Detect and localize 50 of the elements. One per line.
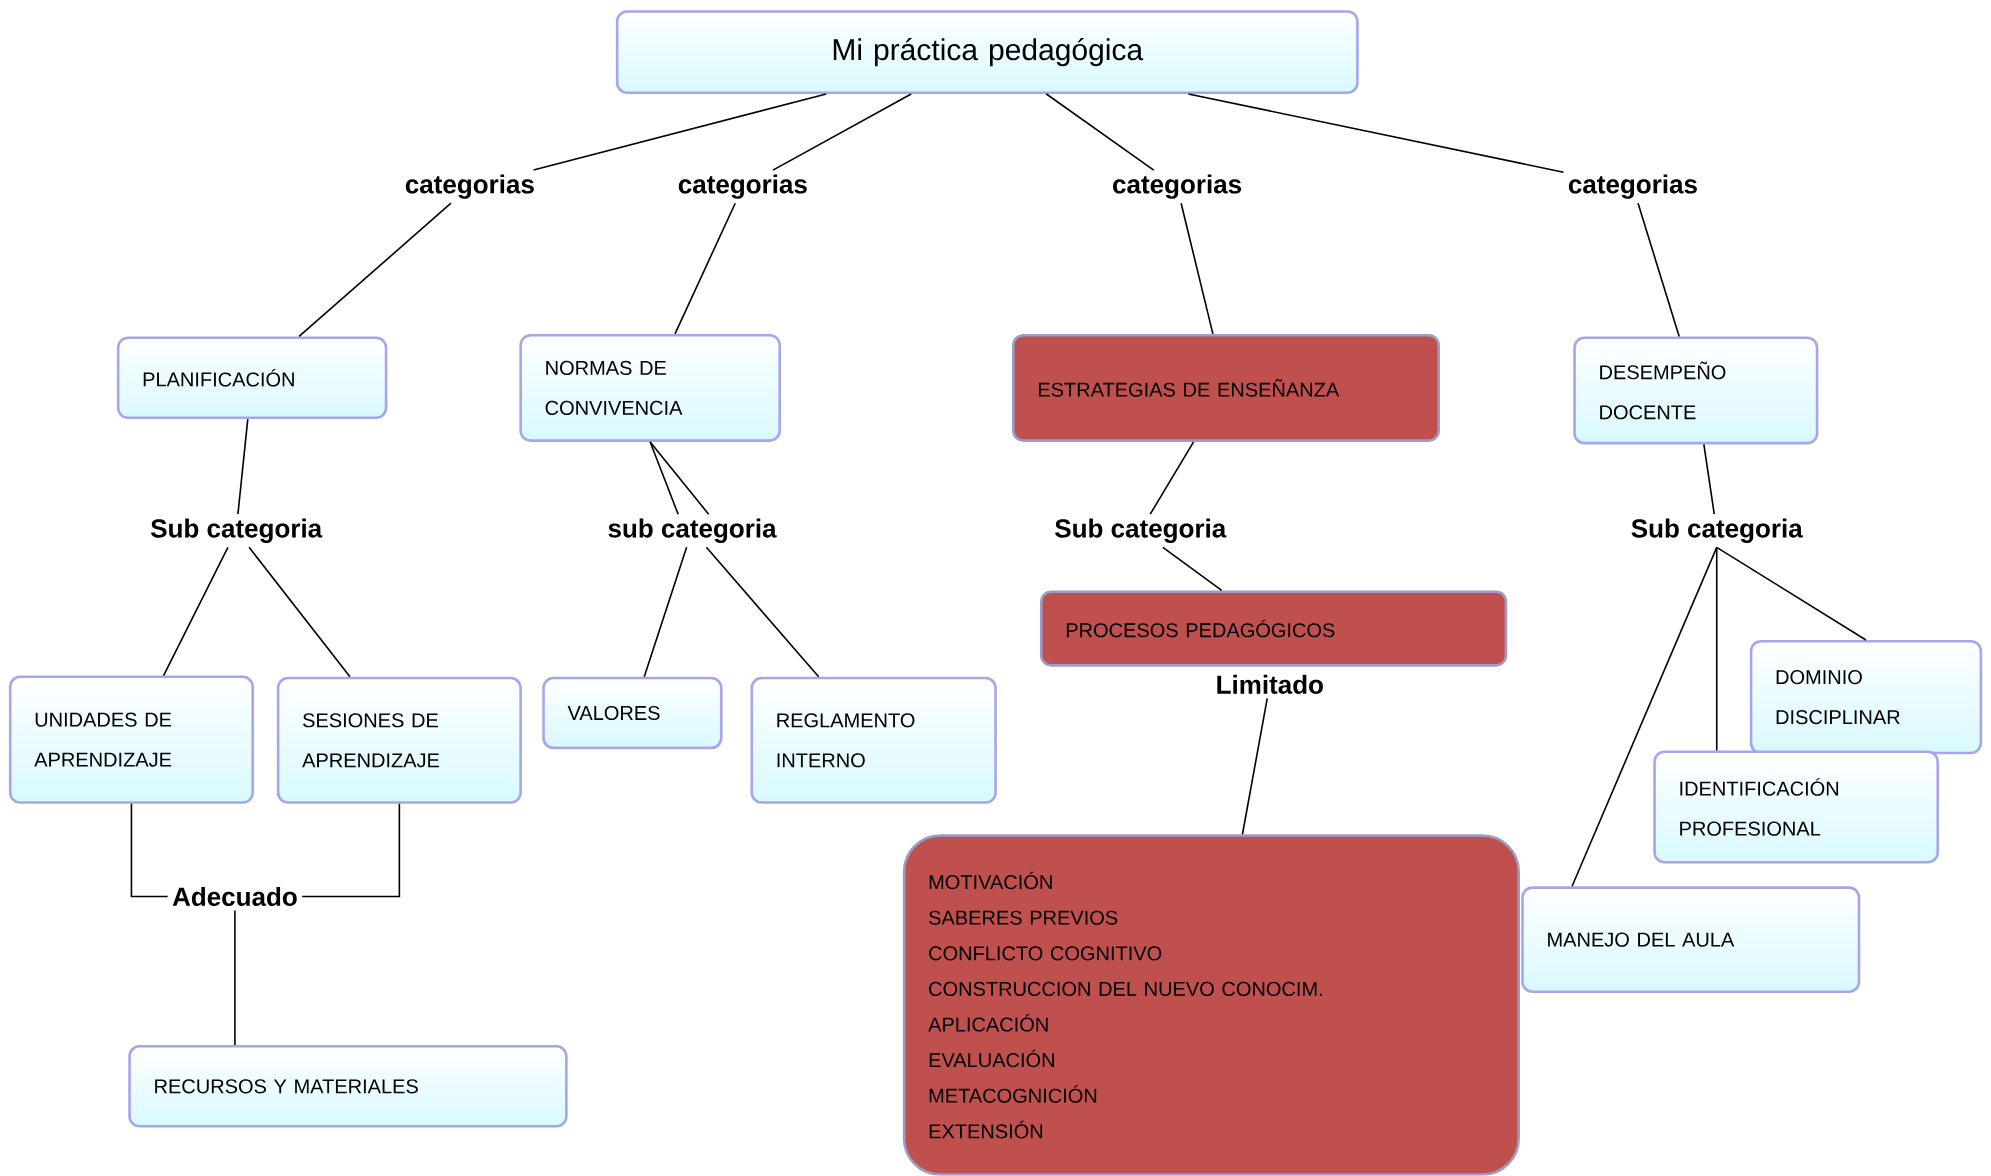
connector-line	[1162, 546, 1223, 592]
connector-line	[1180, 202, 1214, 335]
category-label: Sub categoria	[1631, 518, 1803, 544]
category-label: Sub categoria	[1055, 518, 1227, 544]
category-label: Adecuado	[172, 887, 297, 907]
connector-line	[1637, 202, 1680, 338]
list-box: MOTIVACIÓN SABERES PREVIOS CONFLICTO COGNITIVO CONSTRUCCION DEL NUEVO CONOCIM. APLICACIÓN EVALUACIÓN METACOGNICIÓN EXTENSIÓN	[902, 834, 1520, 1176]
connector-line	[1703, 443, 1716, 516]
connector-line	[130, 803, 169, 898]
connector-line	[248, 546, 351, 678]
category-label: categorias	[678, 174, 807, 199]
concept-box: VALORES	[542, 676, 723, 750]
connector-line	[532, 93, 827, 171]
connector-line	[1571, 546, 1718, 888]
connector-line	[301, 803, 401, 898]
connector-line	[234, 909, 236, 1046]
category-label: categorias	[1568, 174, 1697, 199]
connector-line	[1149, 441, 1195, 516]
category-label: Sub categoria	[151, 518, 323, 544]
connector-line	[298, 202, 452, 338]
connector-line	[237, 418, 249, 516]
connector-line	[649, 441, 679, 516]
concept-box: MANEJO DEL AULA	[1521, 886, 1861, 994]
concept-box: DESEMPEÑO DOCENTE	[1573, 336, 1819, 445]
concept-box: PLANIFICACIÓN	[116, 336, 388, 420]
concept-box: UNIDADES DE APRENDIZAJE	[8, 675, 254, 804]
concept-box: RECURSOS Y MATERIALES	[128, 1045, 568, 1128]
concept-box: SESIONES DE APRENDIZAJE	[276, 676, 522, 804]
concept-box: DOMINIO DISCIPLINAR	[1749, 640, 1983, 755]
category-label: Limitado	[1217, 674, 1323, 695]
connector-line	[1715, 546, 1718, 752]
connector-line	[1187, 93, 1565, 174]
connector-line	[772, 93, 912, 171]
connector-line	[649, 441, 710, 516]
category-label: sub categoria	[608, 518, 777, 544]
category-label: categorias	[405, 174, 534, 199]
connector-line	[1715, 546, 1867, 641]
connector-line	[705, 546, 820, 678]
connector-line	[162, 546, 229, 677]
connector-line	[1045, 93, 1155, 171]
title-box: Mi práctica pedagógica	[615, 10, 1359, 95]
concept-box: IDENTIFICACIÓN PROFESIONAL	[1653, 750, 1939, 864]
category-label: categorias	[1113, 174, 1242, 199]
concept-box: REGLAMENTO INTERNO	[750, 676, 997, 804]
connector-line	[643, 546, 688, 678]
connector-line	[674, 202, 736, 335]
concept-box: NORMAS DE CONVIVENCIA	[519, 334, 781, 443]
concept-box: ESTRATEGIAS DE ENSEÑANZA	[1012, 334, 1440, 443]
concept-box: PROCESOS PEDAGÓGICOS	[1039, 590, 1508, 667]
connector-line	[1241, 697, 1269, 836]
